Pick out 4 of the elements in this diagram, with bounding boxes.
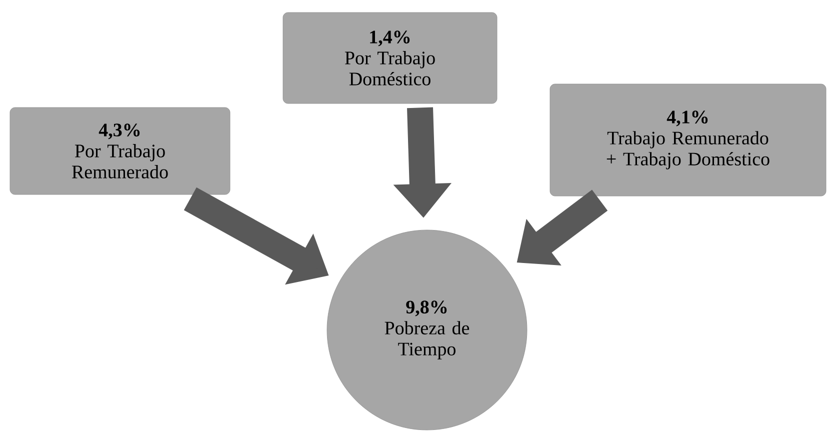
process-box: 4,1% Trabajo Remunerado + Trabajo Doméstico — [550, 84, 826, 196]
process-box: 1,4% Por Trabajo Doméstico — [282, 12, 498, 104]
process-box: 4,3% Por Trabajo Remunerado — [10, 107, 230, 195]
circle-node: 9,8% Pobreza de Tiempo — [326, 230, 528, 430]
